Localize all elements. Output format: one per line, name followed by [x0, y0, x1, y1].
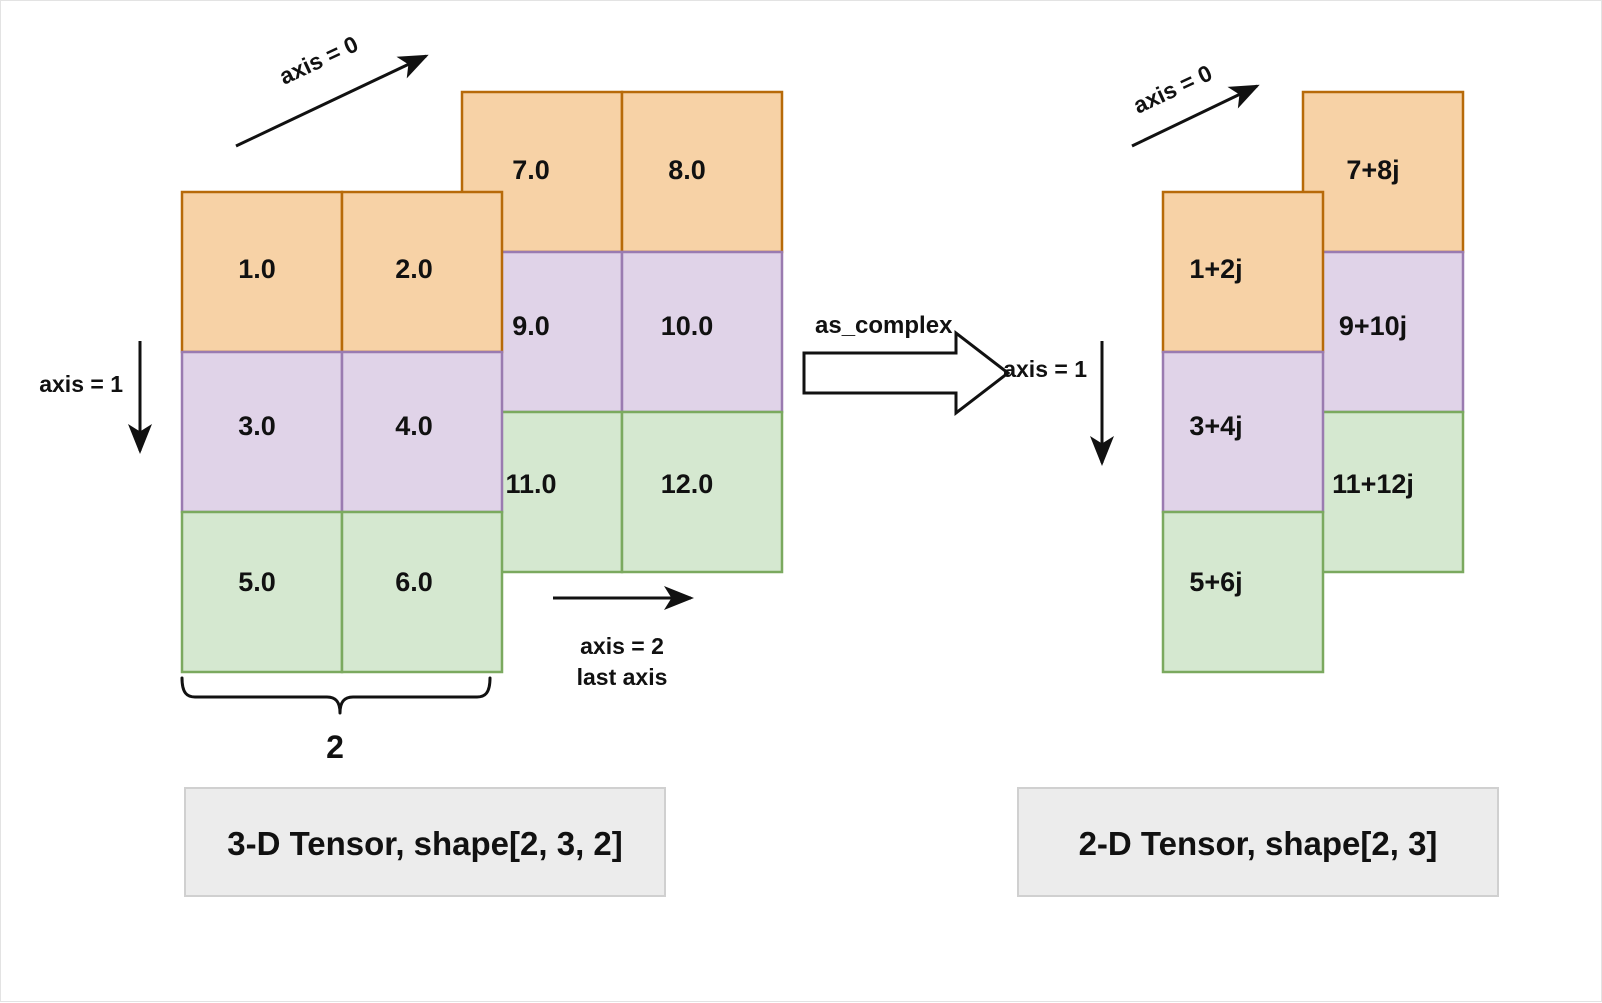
- left-axis1-label: axis = 1: [39, 371, 123, 397]
- left-width-brace: [180, 676, 492, 715]
- left-back-value-1-1: 10.0: [661, 311, 714, 341]
- right-axis0-arrow: [1131, 84, 1260, 148]
- left-caption-rect: [184, 787, 666, 897]
- right-back-cell-2-0: [1301, 410, 1465, 574]
- left-back-cell-2-1: [620, 410, 784, 574]
- left-front-cell-2-0: [180, 510, 344, 674]
- right-front-slice-labels: 1+2j 3+4j 5+6j: [1189, 254, 1242, 597]
- right-tensor-group: axis = 0 axis = 1 7+8j 9+10j: [1003, 60, 1499, 897]
- left-back-slice-labels: 7.0 8.0 9.0 10.0 11.0 12.0: [505, 155, 713, 499]
- left-front-cell-0-1: [340, 190, 504, 354]
- left-caption-box: 3-D Tensor, shape[2, 3, 2]: [184, 787, 666, 897]
- right-back-cell-1-0: [1301, 250, 1465, 414]
- right-back-slice-labels: 7+8j 9+10j 11+12j: [1332, 155, 1414, 499]
- right-back-value-2-0: 11+12j: [1332, 469, 1414, 499]
- left-front-value-1-1: 4.0: [395, 411, 433, 441]
- right-front-value-0-0: 1+2j: [1189, 254, 1242, 284]
- left-back-value-2-0: 11.0: [505, 469, 556, 499]
- left-axis2-label-line2: last axis: [577, 664, 668, 690]
- left-back-cell-0-1: [620, 90, 784, 254]
- left-front-value-2-1: 6.0: [395, 567, 433, 597]
- left-back-value-0-0: 7.0: [512, 155, 550, 185]
- right-front-cell-1-0: [1161, 350, 1325, 514]
- left-front-value-0-0: 1.0: [238, 254, 276, 284]
- operation-group: as_complex: [802, 312, 1011, 417]
- right-caption-box: 2-D Tensor, shape[2, 3]: [1017, 787, 1499, 897]
- left-front-value-1-0: 3.0: [238, 411, 276, 441]
- left-width-dim-label: 2: [326, 729, 344, 765]
- right-front-cell-2-0: [1161, 510, 1325, 674]
- left-back-value-2-1: 12.0: [661, 469, 714, 499]
- left-back-value-0-1: 8.0: [668, 155, 706, 185]
- right-front-cell-0-0: [1161, 190, 1325, 354]
- left-axis0-annotation: axis = 0: [235, 31, 429, 148]
- left-front-cell-1-0: [180, 350, 344, 514]
- operation-label: as_complex: [815, 312, 953, 339]
- left-width-brace-annotation: 2: [180, 676, 492, 765]
- left-front-cell-2-1: [340, 510, 504, 674]
- left-back-value-1-0: 9.0: [512, 311, 550, 341]
- right-axis1-annotation: axis = 1: [1003, 341, 1114, 466]
- right-back-value-0-0: 7+8j: [1346, 155, 1399, 185]
- left-back-cell-1-1: [620, 250, 784, 414]
- left-front-value-2-0: 5.0: [238, 567, 276, 597]
- right-axis0-label: axis = 0: [1129, 60, 1216, 119]
- left-caption-label: 3-D Tensor, shape[2, 3, 2]: [227, 825, 623, 862]
- right-front-value-2-0: 5+6j: [1189, 567, 1242, 597]
- left-axis0-arrow: [235, 54, 429, 148]
- left-front-slice: [180, 190, 504, 674]
- left-tensor-group: axis = 0 axis = 1: [39, 31, 784, 897]
- as-complex-block-arrow: [802, 329, 1011, 417]
- left-axis2-label-line1: axis = 2: [580, 633, 664, 659]
- right-axis1-label: axis = 1: [1003, 356, 1087, 382]
- left-back-slice: [460, 90, 784, 574]
- left-front-cell-1-1: [340, 350, 504, 514]
- left-axis2-annotation: axis = 2 last axis: [553, 586, 694, 690]
- left-front-slice-labels: 1.0 2.0 3.0 4.0 5.0 6.0: [238, 254, 433, 597]
- right-front-slice: [1161, 190, 1325, 674]
- right-front-value-1-0: 3+4j: [1189, 411, 1242, 441]
- left-axis1-annotation: axis = 1: [39, 341, 152, 454]
- right-caption-label: 2-D Tensor, shape[2, 3]: [1079, 825, 1438, 862]
- left-axis0-label: axis = 0: [275, 31, 362, 90]
- left-front-value-0-1: 2.0: [395, 254, 433, 284]
- right-axis0-annotation: axis = 0: [1129, 60, 1260, 148]
- right-caption-rect: [1017, 787, 1499, 897]
- right-back-slice: [1301, 90, 1465, 574]
- right-back-value-1-0: 9+10j: [1339, 311, 1407, 341]
